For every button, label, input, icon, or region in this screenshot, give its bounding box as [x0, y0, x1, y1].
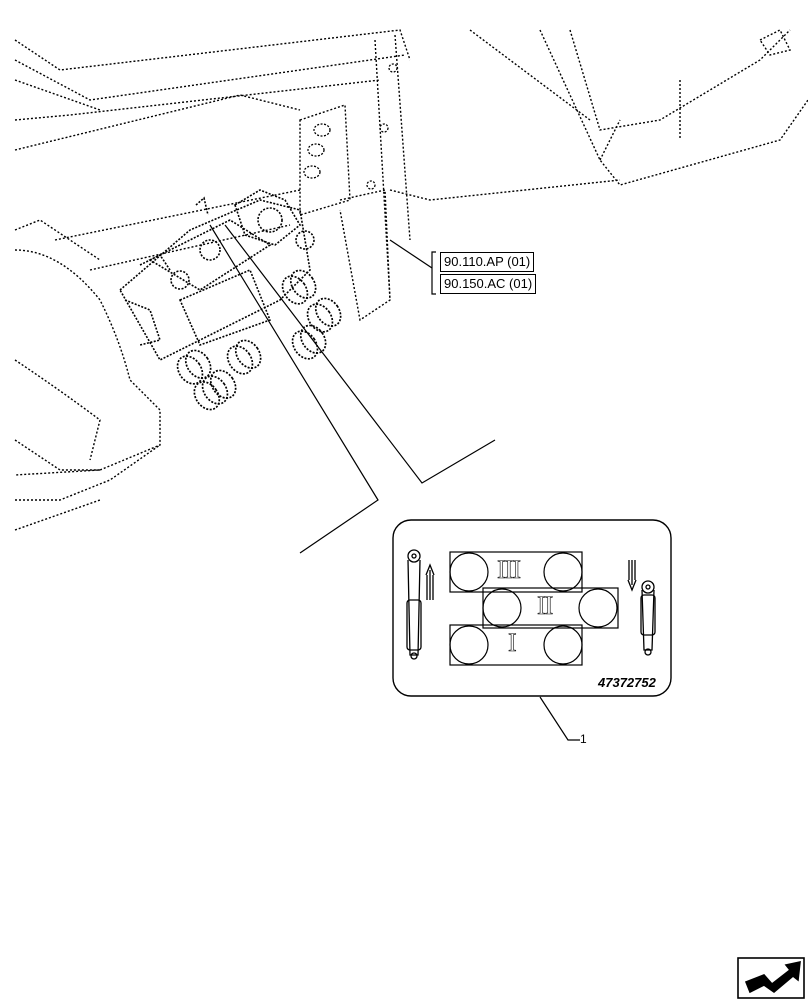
leader-lines: [209, 224, 580, 741]
coupler-row-1: [449, 624, 583, 666]
reference-bracket: [431, 251, 436, 295]
reference-link-90-150-ac[interactable]: 90.150.AC (01): [440, 274, 537, 294]
decal-part-number: 47372752: [598, 675, 656, 690]
coupler-row-3: [449, 551, 583, 593]
row-label-3: III: [497, 555, 522, 585]
hydraulic-couplers: [176, 269, 342, 411]
row-label-2: II: [537, 591, 554, 621]
valve-decal: [392, 519, 672, 697]
lever-lower-icon: [627, 560, 656, 656]
coupler-row-2: [482, 587, 619, 629]
remote-valve-block: [118, 189, 315, 362]
decal-outline: [392, 519, 672, 697]
lever-raise-icon: [406, 549, 435, 660]
bracket-holes: [303, 63, 398, 190]
callout-number: 1: [580, 732, 587, 746]
tractor-body-outline: [14, 29, 808, 531]
reference-link-90-110-ap[interactable]: 90.110.AP (01): [440, 252, 535, 272]
next-page-arrow-icon[interactable]: [737, 957, 805, 999]
row-label-1: I: [508, 628, 517, 658]
